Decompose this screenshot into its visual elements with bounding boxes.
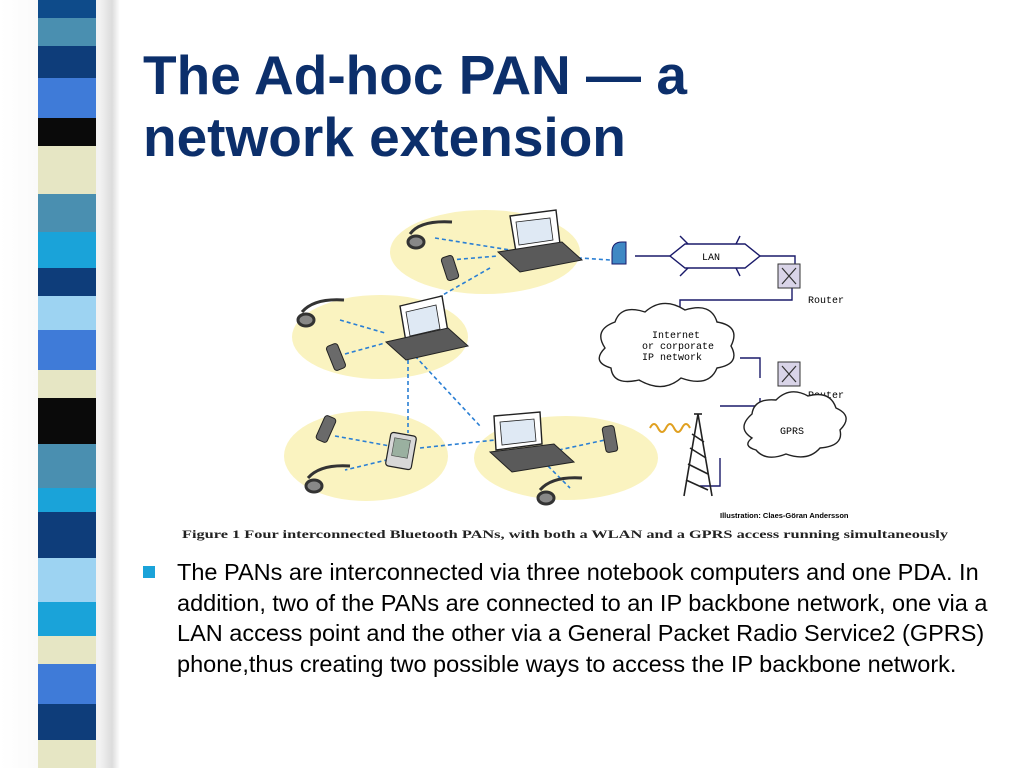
title-line-1: The Ad-hoc PAN — a bbox=[143, 44, 687, 106]
wired-links bbox=[635, 255, 796, 487]
laptop-icon bbox=[496, 209, 584, 273]
mobile-phone-icon-4 bbox=[601, 425, 619, 453]
headset-icon-3 bbox=[304, 464, 351, 494]
headset-icon bbox=[406, 220, 453, 250]
bullet-text: The PANs are interconnected via three no… bbox=[177, 559, 988, 677]
laptop-icon-2 bbox=[384, 295, 470, 361]
lan-segment bbox=[668, 235, 785, 277]
page-title: The Ad-hoc PAN — a network extension bbox=[143, 44, 1003, 168]
color-block-strip bbox=[38, 0, 96, 768]
cloud-icon bbox=[598, 302, 735, 388]
lan-label: LAN bbox=[702, 253, 720, 264]
antenna-tower-icon bbox=[683, 413, 713, 497]
gprs-label: GPRS bbox=[780, 427, 804, 438]
mobile-phone-icon-3 bbox=[315, 415, 337, 443]
router-label-top: Router bbox=[808, 296, 844, 307]
mobile-phone-icon bbox=[440, 255, 460, 281]
internet-label-1: Internet bbox=[652, 331, 700, 342]
sidebar-decoration bbox=[0, 0, 120, 768]
bullet-square-icon bbox=[143, 566, 155, 578]
headset-icon-4 bbox=[536, 476, 583, 506]
title-line-2: network extension bbox=[143, 106, 626, 168]
internet-label-3: IP network bbox=[642, 352, 702, 364]
mobile-phone-icon-2 bbox=[325, 343, 347, 371]
laptop-icon-3 bbox=[488, 411, 576, 473]
router-icon bbox=[777, 263, 801, 289]
radio-wave bbox=[649, 423, 691, 433]
bullet-list: The PANs are interconnected via three no… bbox=[143, 557, 1003, 679]
figure-caption: Figure 1 Four interconnected Bluetooth P… bbox=[182, 527, 948, 541]
pda-icon bbox=[385, 431, 417, 471]
headset-icon-2 bbox=[296, 298, 345, 328]
internet-label-2: or corporate bbox=[642, 342, 714, 353]
illustration-credit: Illustration: Claes-Göran Andersson bbox=[720, 511, 849, 520]
cloud-icon-gprs bbox=[743, 391, 847, 458]
access-point-icon bbox=[611, 241, 627, 265]
network-diagram: LAN Router Router Internet or corporate … bbox=[182, 209, 948, 541]
router-icon-2 bbox=[777, 361, 801, 387]
